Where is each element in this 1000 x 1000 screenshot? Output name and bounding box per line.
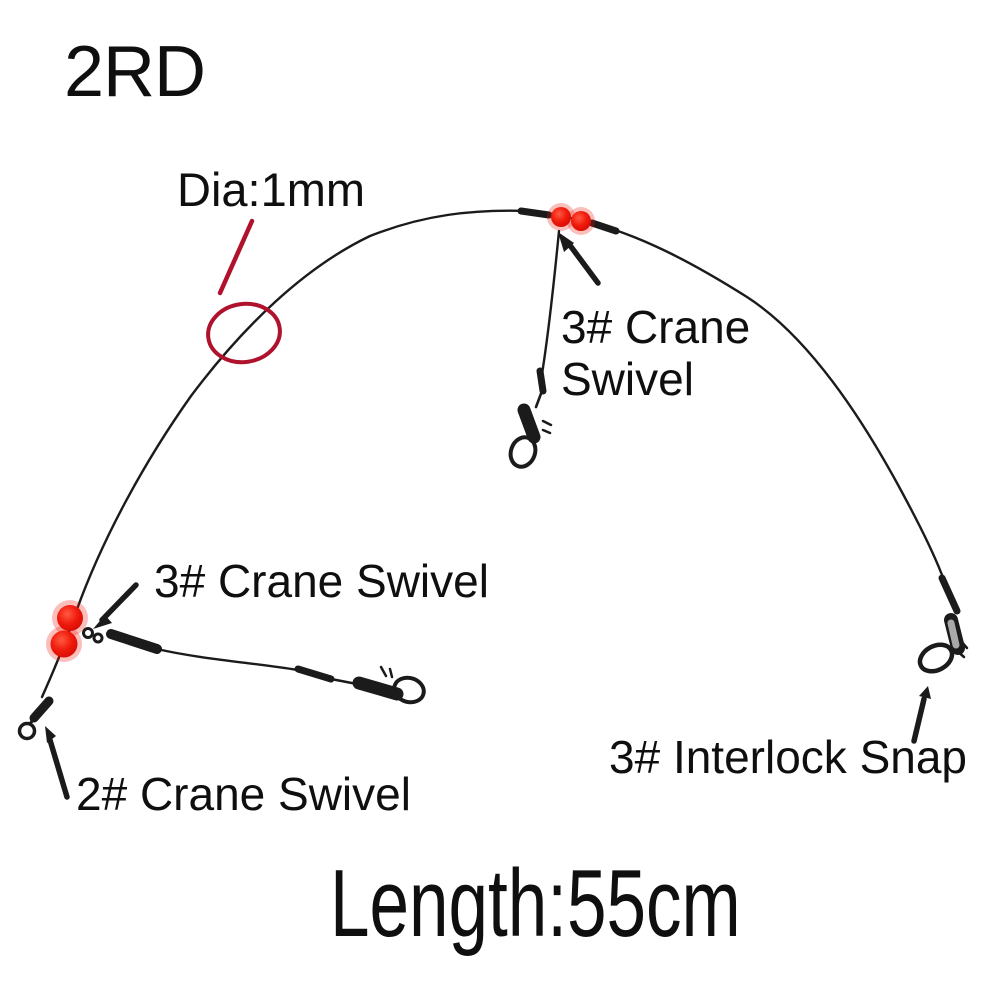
snap-prong-2 bbox=[541, 428, 552, 435]
crimp-sleeve bbox=[536, 367, 547, 395]
snap-loop bbox=[392, 675, 426, 705]
top-swivel-arrow bbox=[566, 241, 601, 286]
top-swivel-label-line1: 3# Crane bbox=[561, 301, 751, 353]
dropper-wire bbox=[155, 647, 300, 672]
main-wire-arc bbox=[40, 207, 952, 699]
snap-prong-1 bbox=[541, 419, 553, 427]
snap-prong-2 bbox=[954, 648, 966, 659]
crimp-sleeve-top-left bbox=[517, 207, 553, 219]
wire-arc-left bbox=[74, 209, 532, 614]
top-swivel-label-line2: Swivel bbox=[561, 353, 694, 405]
snap-loop bbox=[917, 642, 955, 674]
junction-ring-1 bbox=[82, 627, 94, 639]
diameter-callout-line bbox=[217, 218, 255, 296]
dropper-wire-end bbox=[534, 389, 544, 409]
diameter-highlight-circle bbox=[206, 301, 282, 365]
right-snap-label: 3# Interlock Snap bbox=[609, 731, 968, 783]
red-bead bbox=[571, 211, 591, 231]
left-junction-beads bbox=[46, 600, 88, 662]
swivel-barrel bbox=[29, 696, 54, 723]
length-label: Length:55cm bbox=[330, 850, 741, 957]
snap-prong-1 bbox=[379, 665, 388, 678]
left-swivel-arrowhead bbox=[93, 615, 112, 629]
variant-code-label: 2RD bbox=[64, 32, 206, 112]
snap-body-highlight bbox=[947, 619, 960, 649]
left-swivel-arrow bbox=[99, 582, 139, 623]
right-snap-arrowhead bbox=[919, 686, 931, 699]
snap-body bbox=[352, 676, 404, 701]
bottom-left-crane-swivel bbox=[17, 696, 54, 741]
right-end-interlock-snap bbox=[917, 574, 969, 674]
top-branch-dropper bbox=[508, 229, 561, 469]
swivel-barrel bbox=[106, 629, 162, 654]
wire-arc-right bbox=[550, 213, 952, 600]
left-end-arrowhead bbox=[45, 726, 56, 743]
red-bead bbox=[551, 207, 571, 227]
wire-diameter-label: Dia:1mm bbox=[177, 163, 366, 216]
callout-arrows bbox=[45, 232, 931, 800]
top-swivel-arrowhead bbox=[558, 232, 574, 252]
crimp-sleeve-top-right bbox=[588, 219, 620, 235]
red-bead bbox=[57, 605, 83, 631]
snap-prong-1 bbox=[958, 638, 969, 650]
crimp-sleeve bbox=[294, 665, 335, 683]
diameter-annotation bbox=[206, 218, 282, 365]
left-swivel-label: 3# Crane Swivel bbox=[154, 555, 489, 607]
top-junction-beads bbox=[547, 203, 595, 235]
left-end-swivel-label: 2# Crane Swivel bbox=[76, 768, 411, 820]
left-end-arrow bbox=[47, 737, 70, 800]
red-bead bbox=[50, 630, 78, 658]
right-snap-arrow bbox=[911, 696, 927, 744]
crimp-sleeve bbox=[938, 574, 961, 615]
left-branch-dropper bbox=[82, 627, 426, 705]
swivel-eye bbox=[17, 721, 37, 741]
snap-loop bbox=[508, 435, 538, 469]
junction-ring-2 bbox=[92, 632, 104, 644]
snap-body bbox=[517, 403, 541, 444]
dropper-wire bbox=[540, 229, 561, 376]
top-swivel-label: 3# Crane Swivel bbox=[561, 301, 750, 405]
snap-prong-2 bbox=[388, 667, 394, 679]
